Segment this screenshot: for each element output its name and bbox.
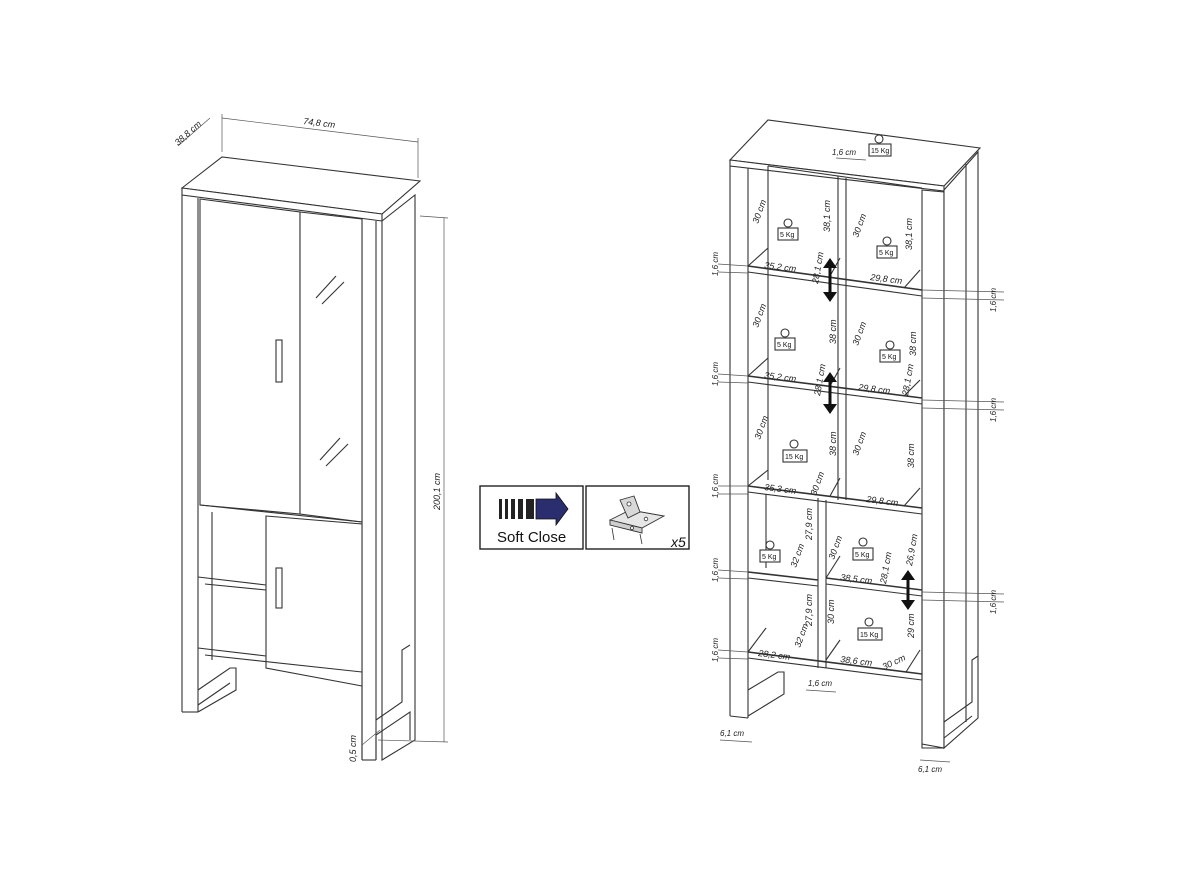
svg-text:1,6 cm: 1,6 cm <box>711 252 720 276</box>
svg-text:30 cm: 30 cm <box>881 652 908 672</box>
svg-text:5 Kg: 5 Kg <box>879 250 894 257</box>
adjust-arrows <box>823 258 915 610</box>
dim-height-200-1: 200,1 cm <box>432 472 442 511</box>
weight-icon: 5 Kg <box>879 340 901 363</box>
svg-text:38 cm: 38 cm <box>828 319 838 344</box>
soft-close-label: Soft Close <box>497 529 566 546</box>
svg-text:30 cm: 30 cm <box>808 470 826 497</box>
weight-icon: 5 Kg <box>777 218 799 241</box>
svg-text:29,8 cm: 29,8 cm <box>857 382 891 396</box>
svg-text:30 cm: 30 cm <box>850 212 868 239</box>
dim-depth-38-8: 38,8 cm <box>173 118 204 147</box>
svg-text:15 Kg: 15 Kg <box>860 632 878 639</box>
weight-icon: 15 Kg <box>868 134 892 157</box>
svg-text:5 Kg: 5 Kg <box>855 552 870 559</box>
svg-text:30 cm: 30 cm <box>750 302 768 329</box>
left-cabinet <box>180 156 422 761</box>
svg-text:1,6 cm: 1,6 cm <box>711 558 720 582</box>
weight-icon: 15 Kg <box>782 439 808 463</box>
hinge-count: x5 <box>670 534 686 550</box>
svg-text:30 cm: 30 cm <box>850 430 868 457</box>
svg-text:1,6 cm: 1,6 cm <box>989 590 998 614</box>
svg-text:27,9 cm: 27,9 cm <box>804 593 814 627</box>
svg-text:5 Kg: 5 Kg <box>777 342 792 349</box>
svg-text:35,2 cm: 35,2 cm <box>764 260 797 274</box>
left-dimensions <box>177 114 449 746</box>
svg-text:29,8 cm: 29,8 cm <box>865 494 899 508</box>
svg-text:27,9 cm: 27,9 cm <box>804 507 814 541</box>
svg-text:35,3 cm: 35,3 cm <box>764 482 797 496</box>
svg-text:15 Kg: 15 Kg <box>785 454 803 461</box>
right-cabinet <box>728 119 982 750</box>
svg-text:1,6 cm: 1,6 cm <box>711 474 720 498</box>
dim-center-gap: 1,6 cm <box>808 679 832 688</box>
svg-text:28,1 cm: 28,1 cm <box>878 551 894 586</box>
svg-text:1,6 cm: 1,6 cm <box>989 398 998 422</box>
dim-foot-0-5: 0,5 cm <box>348 734 358 762</box>
svg-text:5 Kg: 5 Kg <box>762 554 777 561</box>
svg-text:32 cm: 32 cm <box>788 542 806 569</box>
weight-icon: 5 Kg <box>876 236 898 259</box>
svg-text:1,6 cm: 1,6 cm <box>989 288 998 312</box>
dim-width-74-8: 74,8 cm <box>303 116 336 130</box>
weight-icon: 5 Kg <box>852 537 874 561</box>
dim-leg-left: 6,1 cm <box>720 729 744 738</box>
svg-text:28,1 cm: 28,1 cm <box>900 363 916 398</box>
svg-text:38,5 cm: 38,5 cm <box>840 572 873 586</box>
svg-text:38 cm: 38 cm <box>908 331 918 356</box>
shelf-thickness-ticks <box>717 157 1005 763</box>
hinge-icon <box>608 495 666 545</box>
weight-icon: 5 Kg <box>759 540 781 563</box>
svg-text:28,2 cm: 28,2 cm <box>757 648 791 662</box>
svg-text:38,6 cm: 38,6 cm <box>840 654 873 668</box>
svg-text:30 cm: 30 cm <box>826 534 844 561</box>
dim-leg-right: 6,1 cm <box>918 765 942 774</box>
soft-close-badge: Soft Close <box>479 485 584 550</box>
svg-text:1,6 cm: 1,6 cm <box>711 638 720 662</box>
svg-text:30 cm: 30 cm <box>750 198 768 225</box>
svg-text:5 Kg: 5 Kg <box>882 354 897 361</box>
svg-text:15 Kg: 15 Kg <box>871 148 889 155</box>
svg-text:1,6 cm: 1,6 cm <box>711 362 720 386</box>
weight-icon: 15 Kg <box>857 617 883 641</box>
svg-text:29 cm: 29 cm <box>906 613 916 639</box>
svg-text:26,9 cm: 26,9 cm <box>904 533 920 568</box>
weight-icon: 5 Kg <box>774 328 796 351</box>
svg-text:35,2 cm: 35,2 cm <box>764 370 797 384</box>
hinge-badge: x5 <box>585 485 690 550</box>
svg-text:38 cm: 38 cm <box>906 443 916 468</box>
svg-text:5 Kg: 5 Kg <box>780 232 795 239</box>
svg-text:38,1 cm: 38,1 cm <box>904 217 914 250</box>
svg-text:38,1 cm: 38,1 cm <box>822 199 832 232</box>
dim-top-gap: 1,6 cm <box>832 148 856 157</box>
svg-text:30 cm: 30 cm <box>826 599 836 624</box>
svg-text:32 cm: 32 cm <box>792 622 810 649</box>
svg-text:30 cm: 30 cm <box>850 320 868 347</box>
svg-text:29,8 cm: 29,8 cm <box>869 272 903 286</box>
svg-text:38 cm: 38 cm <box>828 431 838 456</box>
